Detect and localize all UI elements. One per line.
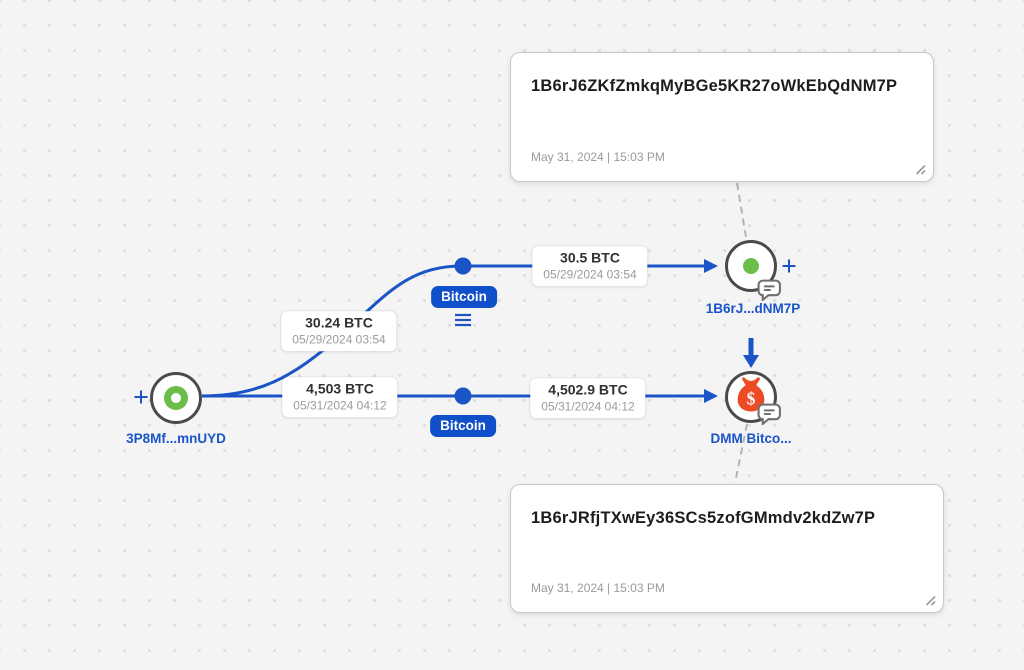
note-card-top[interactable]: 1B6rJ6ZKfZmkqMyBGe5KR27oWkEbQdNM7P May 3…	[510, 52, 934, 182]
plus-icon[interactable]	[781, 258, 797, 279]
menu-icon[interactable]	[454, 313, 472, 327]
arrowhead-down	[743, 355, 759, 368]
edge-date: 05/29/2024 03:54	[543, 266, 637, 281]
edge-label-top-right[interactable]: 30.5 BTC 05/29/2024 03:54	[532, 246, 648, 286]
edge-label-bottom-left[interactable]: 4,503 BTC 05/31/2024 04:12	[282, 377, 398, 417]
plus-icon[interactable]	[133, 389, 149, 410]
node-label-dest-top[interactable]: 1B6rJ...dNM7P	[705, 301, 801, 316]
note-card-bottom[interactable]: 1B6rJRfjTXwEy36SCs5zofGMmdv2kdZw7P May 3…	[510, 484, 944, 613]
address-node-circle[interactable]	[150, 372, 202, 424]
resize-handle-icon[interactable]	[924, 594, 936, 606]
note-timestamp: May 31, 2024 | 15:03 PM	[531, 150, 665, 164]
transaction-dot-bottom[interactable]	[454, 387, 472, 405]
edge-amount: 30.5 BTC	[560, 249, 620, 266]
note-bubble-icon[interactable]	[757, 279, 782, 306]
arrowhead-bottom	[704, 389, 718, 403]
note-timestamp: May 31, 2024 | 15:03 PM	[531, 581, 665, 595]
edge-date: 05/29/2024 03:54	[292, 331, 386, 346]
note-address: 1B6rJRfjTXwEy36SCs5zofGMmdv2kdZw7P	[531, 509, 876, 527]
edge-label-top-left[interactable]: 30.24 BTC 05/29/2024 03:54	[281, 311, 397, 351]
utxo-dot-icon	[743, 258, 759, 274]
asset-chip-bitcoin-top[interactable]: Bitcoin	[431, 286, 497, 308]
money-bag-icon: $	[734, 376, 769, 418]
node-label-dest-bottom[interactable]: DMM Bitco...	[710, 431, 792, 446]
edge-amount: 4,502.9 BTC	[548, 381, 628, 398]
edge-date: 05/31/2024 04:12	[541, 398, 635, 413]
note-connector-bottom	[734, 423, 748, 484]
note-bubble-icon[interactable]	[757, 403, 782, 430]
node-label-source[interactable]: 3P8Mf...mnUYD	[126, 431, 226, 446]
note-address: 1B6rJ6ZKfZmkqMyBGe5KR27oWkEbQdNM7P	[531, 77, 898, 95]
arrowhead-top	[704, 259, 718, 273]
edge-amount: 30.24 BTC	[305, 314, 373, 331]
note-connector-top	[736, 182, 747, 238]
resize-handle-icon[interactable]	[914, 163, 926, 175]
utxo-ring-icon	[164, 386, 188, 410]
edge-amount: 4,503 BTC	[306, 380, 374, 397]
edge-label-bottom-right[interactable]: 4,502.9 BTC 05/31/2024 04:12	[530, 378, 646, 418]
svg-text:$: $	[747, 388, 756, 408]
edge-date: 05/31/2024 04:12	[293, 397, 387, 412]
transaction-dot-top[interactable]	[454, 257, 472, 275]
asset-chip-bitcoin-bottom[interactable]: Bitcoin	[430, 415, 496, 437]
